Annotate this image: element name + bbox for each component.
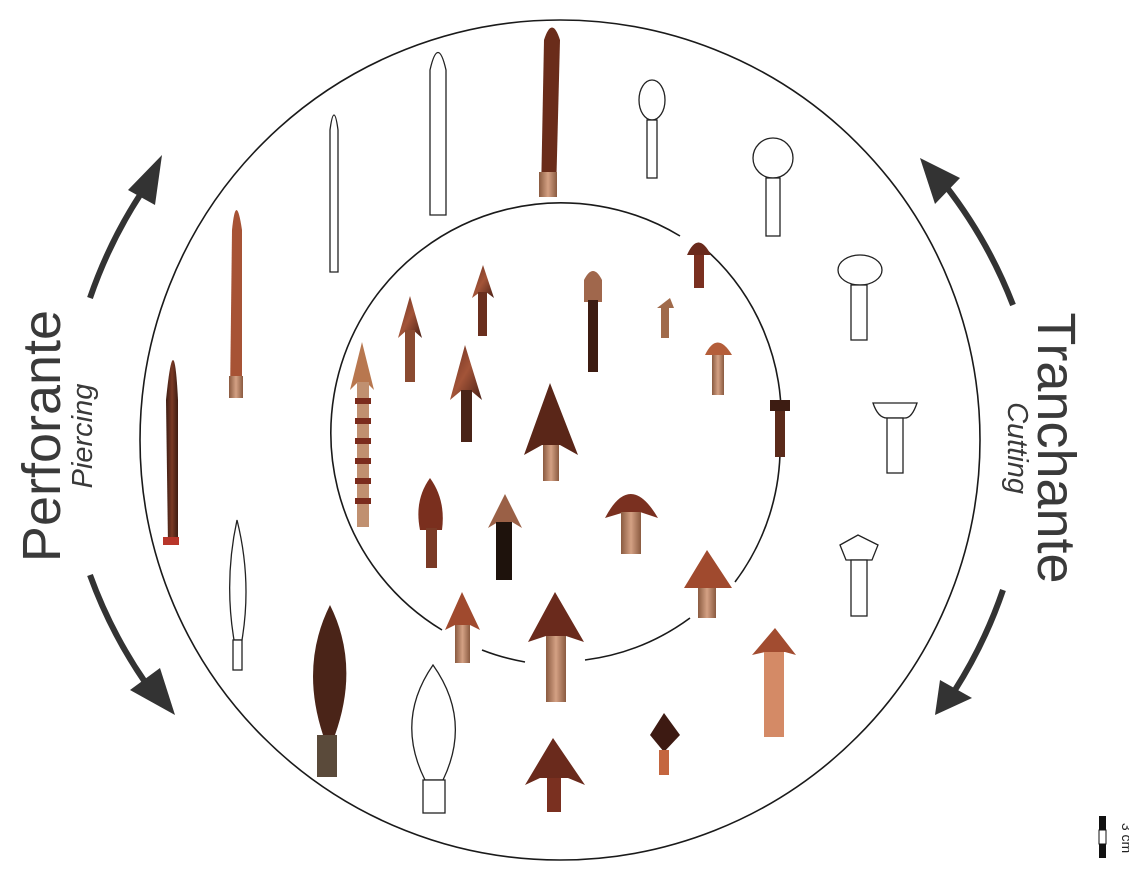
object-notched-long [350, 342, 374, 527]
object-rounded-top [584, 271, 602, 372]
arrow-top-left-icon [90, 155, 162, 298]
outline-needle-point-2 [430, 53, 446, 216]
label-cutting-group: Tranchante Cutting [1001, 312, 1086, 583]
label-piercing-group: Perforante Piercing [12, 310, 99, 562]
inner-ring-bottom [482, 650, 525, 662]
label-perforante: Perforante [12, 310, 72, 562]
outline-blunt-round [753, 138, 793, 236]
object-barbed-mid [450, 345, 482, 442]
scale-bar: 3 cm [1099, 816, 1129, 858]
object-barbed-small-2 [472, 265, 494, 336]
object-leaf-mid [418, 478, 442, 568]
arrow-bottom-left-icon [90, 575, 175, 715]
object-tanged-point [488, 494, 522, 580]
object-long-shaft-top [539, 28, 560, 198]
outline-leaf-wide [412, 665, 456, 813]
object-mushroom-tip-1 [605, 494, 658, 554]
label-tranchante: Tranchante [1026, 312, 1086, 583]
outline-chisel-pointed [840, 535, 878, 616]
object-blunt-small-right [657, 298, 674, 338]
outline-blunt-small [639, 80, 665, 178]
label-piercing: Piercing [67, 384, 99, 489]
object-triangle-right [684, 550, 732, 618]
object-blunt-top-right [687, 243, 711, 289]
object-leaf-large [313, 605, 346, 777]
label-cutting: Cutting [1001, 402, 1033, 494]
outline-needle-point-1 [330, 115, 338, 272]
outline-leaf-narrow [230, 520, 246, 670]
object-mushroom-right [705, 343, 732, 396]
object-long-pin-2 [229, 210, 243, 398]
object-chisel-small [770, 400, 790, 457]
object-trilobe-bottom [525, 738, 585, 812]
object-arrow-lower-center [528, 592, 584, 702]
object-barbed-small-1 [398, 296, 422, 382]
object-long-pin-1 [163, 360, 179, 545]
object-diamond-small [650, 713, 680, 775]
inner-ring [698, 243, 781, 582]
object-arrow-lower-left [445, 592, 480, 663]
outline-blunt-oval [838, 255, 882, 340]
object-arrow-bottom-right [752, 628, 796, 737]
arrow-top-right-icon [920, 158, 1013, 305]
scale-bar-label: 3 cm [1119, 823, 1129, 853]
outline-chisel [873, 403, 917, 473]
object-large-triangle [524, 383, 578, 481]
inner-ring-lower [585, 618, 690, 660]
